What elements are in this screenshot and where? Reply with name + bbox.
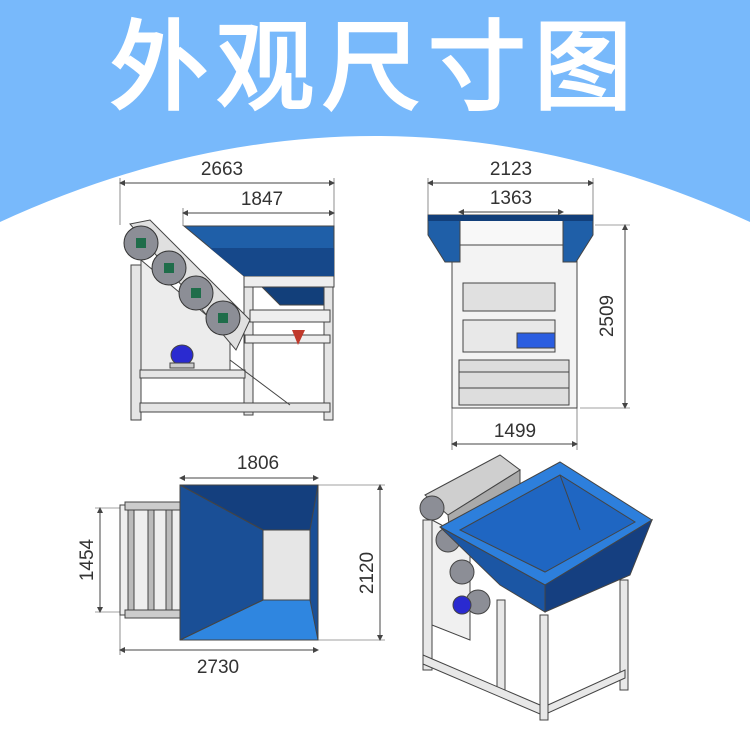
top-view — [95, 475, 385, 655]
motor — [516, 332, 556, 349]
isometric-view — [419, 454, 654, 721]
page-title: 外观尺寸图 — [109, 11, 640, 125]
side-view — [119, 178, 335, 421]
front-view — [427, 178, 630, 450]
header-background — [0, 0, 750, 222]
motor — [170, 344, 194, 366]
